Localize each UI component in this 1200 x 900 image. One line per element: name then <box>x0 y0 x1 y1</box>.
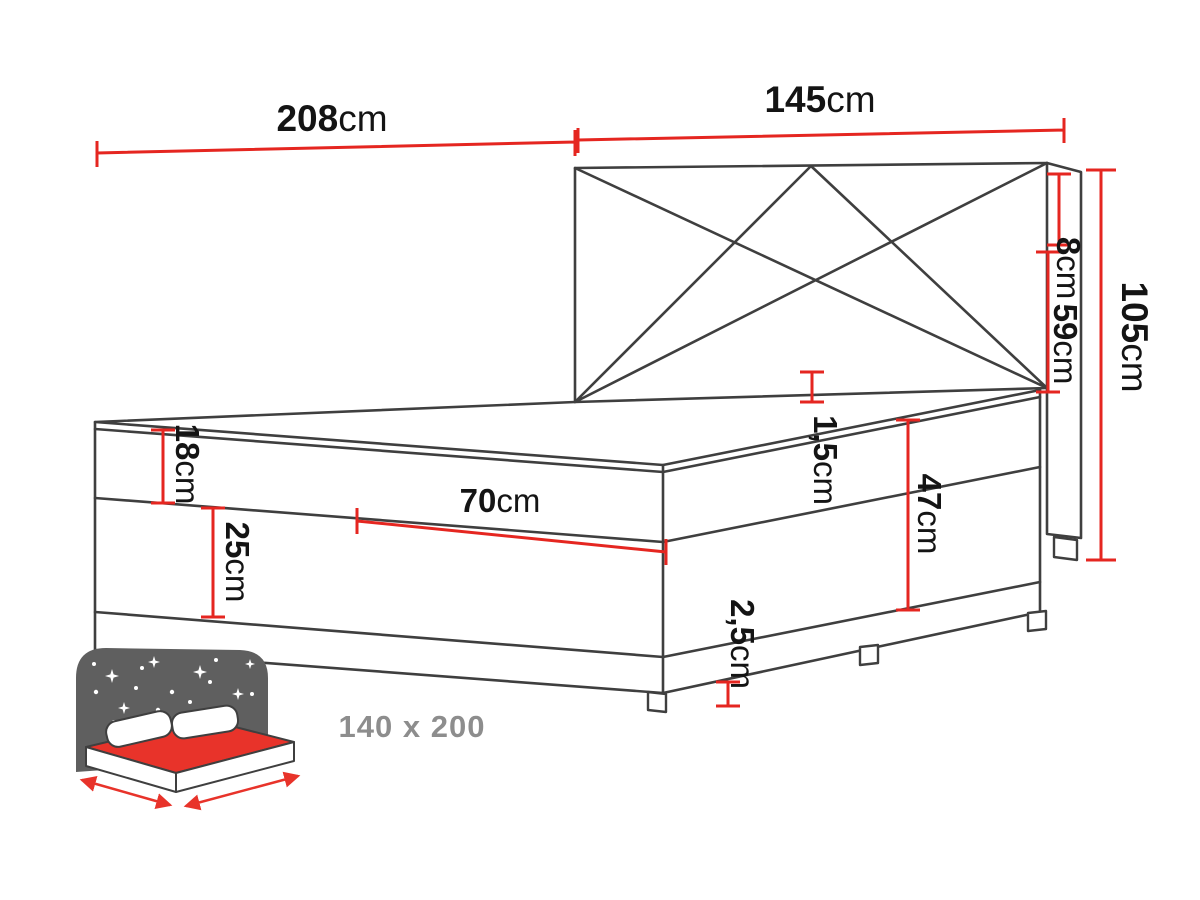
dim-line-headboard-panel-height <box>1036 250 1060 394</box>
headboard-side-panel <box>1045 161 1083 540</box>
star-dot <box>214 658 218 662</box>
star-dot <box>188 700 192 704</box>
dim-value: 208 <box>276 98 338 139</box>
star-dot <box>169 689 175 695</box>
dim-unit: cm <box>219 558 256 602</box>
dim-unit: cm <box>911 510 948 554</box>
dim-unit: cm <box>724 645 761 689</box>
dim-label-frame-side-height: 47cm <box>911 474 948 555</box>
star-icon <box>232 688 244 700</box>
dim-label-side-section-width: 70cm <box>460 482 541 519</box>
dim-value: 59 <box>1047 304 1084 341</box>
star-dot <box>93 689 99 695</box>
dim-label-headboard-top-height: 8cm <box>1050 237 1087 299</box>
size-caption: 140 x 200 <box>339 709 486 744</box>
dim-line-headboard-width <box>576 118 1066 153</box>
dim-value: 18 <box>169 424 206 461</box>
dim-unit: cm <box>496 482 540 519</box>
dim-unit: cm <box>338 98 387 139</box>
dim-line-frame-side-height <box>896 418 920 612</box>
dim-value: 70 <box>460 482 497 519</box>
dim-line-topper-height <box>800 370 824 404</box>
dim-line-headboard-top-height <box>1047 172 1071 247</box>
dim-label-headboard-total-height: 105cm <box>1114 281 1155 392</box>
dim-line-side-section-width <box>355 508 668 565</box>
dim-unit: cm <box>826 79 875 120</box>
dim-label-headboard-panel-height: 59cm <box>1047 304 1084 385</box>
star-icon <box>148 656 160 668</box>
icon-depth-arrow <box>183 771 301 811</box>
dim-line-mattress-height <box>151 428 175 505</box>
dim-line-headboard-total-height <box>1086 168 1116 562</box>
dim-unit: cm <box>1050 255 1087 299</box>
headboard-cross-pattern <box>573 161 1049 404</box>
dim-unit: cm <box>1047 340 1084 384</box>
mattress-top-face <box>93 388 1042 467</box>
box-seam-lower <box>93 580 1042 659</box>
dim-label-base-height: 25cm <box>219 522 256 603</box>
headboard-panel-foot <box>1052 535 1079 562</box>
star-icon <box>193 665 207 679</box>
dim-label-headboard-width: 145cm <box>764 79 875 120</box>
box-front-face <box>93 420 665 695</box>
dim-value: 145 <box>764 79 826 120</box>
topper-edge-line <box>93 395 1042 474</box>
dim-value: 105 <box>1114 281 1155 343</box>
bed-technical-drawing <box>93 161 1083 714</box>
bed-leg <box>646 690 668 714</box>
dim-label-topper-height: 1,5cm <box>807 415 844 505</box>
star-dot <box>140 666 144 670</box>
bed-leg <box>1026 609 1048 633</box>
star-icon <box>245 659 255 669</box>
icon-width-arrow <box>79 775 173 810</box>
star-dot <box>134 686 138 690</box>
bed-leg <box>858 643 880 667</box>
dim-value: 47 <box>911 474 948 511</box>
star-dot <box>250 692 254 696</box>
dim-line-total-length <box>95 130 577 167</box>
dim-value: 25 <box>219 522 256 559</box>
star-icon <box>118 702 130 714</box>
dim-unit: cm <box>169 460 206 504</box>
dim-unit: cm <box>807 461 844 505</box>
star-dot <box>92 662 96 666</box>
star-icon <box>105 669 119 683</box>
dim-line-leg-height <box>716 680 740 708</box>
dim-unit: cm <box>1114 343 1155 392</box>
dim-label-total-length: 208cm <box>276 98 387 139</box>
dim-value: 8 <box>1050 237 1087 255</box>
star-dot <box>208 680 212 684</box>
bed-size-icon <box>76 648 301 811</box>
dim-label-mattress-height: 18cm <box>169 424 206 505</box>
icon-pillows <box>105 704 240 748</box>
dim-value: 2,5 <box>724 599 761 645</box>
dimension-annotations: 208cm 145cm 8cm 59cm 105cm 18cm 25cm 70c… <box>95 79 1155 708</box>
pillow <box>170 704 240 740</box>
dim-label-leg-height: 2,5cm <box>724 599 761 689</box>
dim-value: 1,5 <box>807 415 844 461</box>
dim-line-base-height <box>201 506 225 619</box>
box-seam-upper <box>93 465 1042 544</box>
